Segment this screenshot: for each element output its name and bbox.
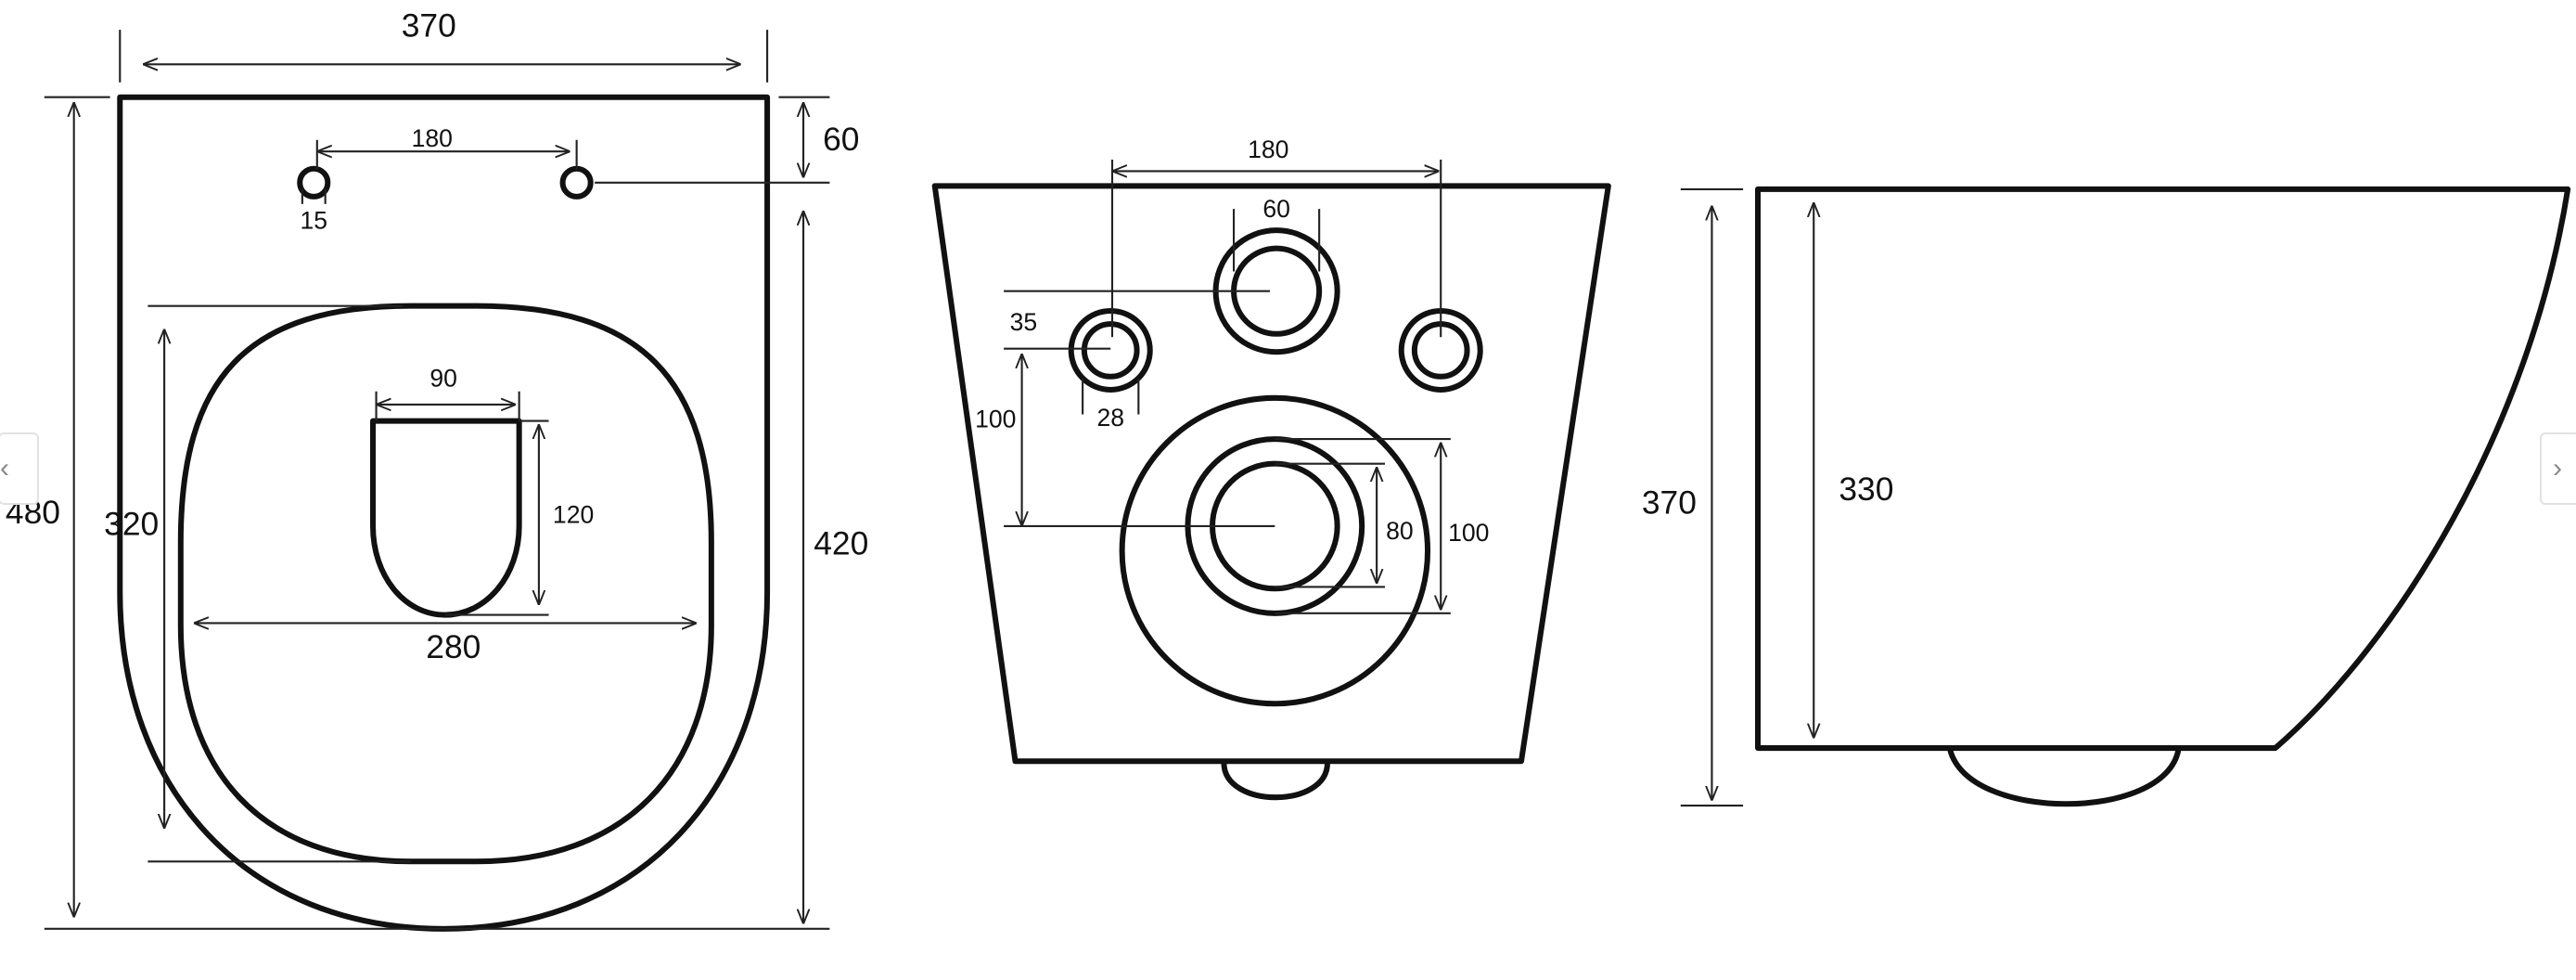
dim-hole-spacing: 180	[412, 124, 453, 152]
chevron-right-icon: ›	[2553, 453, 2562, 484]
bowl-opening	[370, 418, 522, 618]
dim-opening-width: 90	[429, 364, 457, 392]
side-outline	[1755, 186, 2571, 752]
bolt-hole-left-outer	[1068, 307, 1153, 393]
dim-seat-width: 280	[426, 628, 481, 665]
mounting-hole-right	[559, 165, 594, 200]
chevron-left-icon: ‹	[0, 453, 9, 484]
dim-body-length: 420	[814, 525, 868, 562]
dimension-lines	[1680, 187, 1813, 807]
dim-bolt-spacing: 180	[1248, 135, 1288, 163]
rear-foot	[1221, 762, 1331, 801]
seat-outline	[177, 303, 714, 865]
dim-total-height: 370	[1642, 484, 1697, 521]
dim-hole-offset: 60	[823, 121, 859, 158]
dim-hole-diameter: 15	[301, 206, 328, 234]
dim-water-inlet: 60	[1262, 195, 1290, 223]
dim-bolt-offset: 35	[1010, 308, 1038, 336]
dim-outlet-inner: 80	[1386, 517, 1414, 545]
outlet-outer-ring	[1119, 394, 1431, 707]
previous-image-button[interactable]: ‹	[0, 432, 39, 505]
dim-seat-length: 320	[104, 505, 159, 542]
dim-body-height: 330	[1839, 471, 1893, 508]
dim-bolt-diameter: 28	[1096, 404, 1124, 432]
rear-outline	[931, 183, 1611, 765]
dim-bolt-height: 100	[975, 406, 1016, 433]
rear-view: 180 60 35 28 100 80 100	[931, 135, 1611, 801]
side-view: 370 330	[1642, 186, 2571, 807]
dim-width: 370	[402, 7, 456, 45]
next-image-button[interactable]: ›	[2540, 432, 2576, 505]
dim-outlet-outer: 100	[1448, 519, 1489, 547]
mounting-hole-left	[297, 165, 331, 200]
bolt-hole-left-inner	[1081, 321, 1140, 380]
dim-opening-length: 120	[553, 500, 594, 528]
bowl-outline	[117, 94, 771, 932]
dimension-lines	[1004, 160, 1451, 614]
side-foot	[1947, 748, 2182, 807]
dimension-lines	[44, 30, 830, 930]
top-view: 370 180 15 60 420 480 320 90 120 280	[6, 7, 868, 932]
